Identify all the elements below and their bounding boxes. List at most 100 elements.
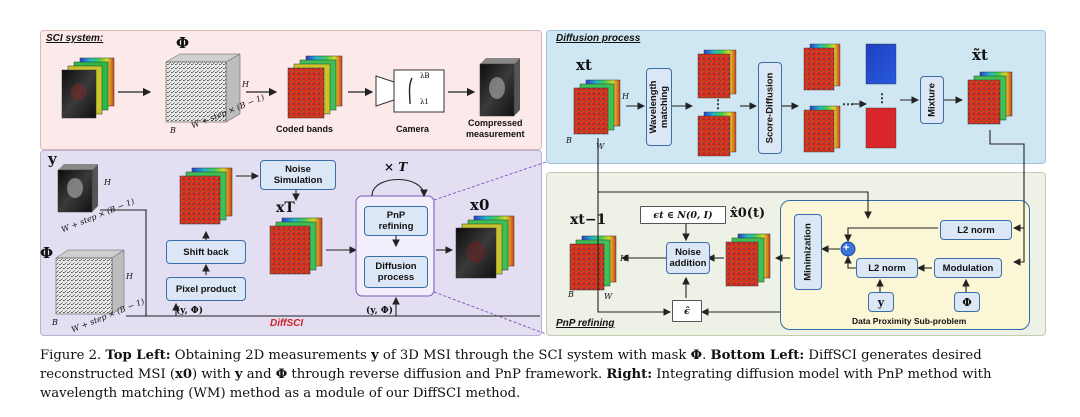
wm-slices-bottom — [697, 111, 737, 157]
caption-r-text: Integrating diffusion model with PnP met… — [40, 367, 992, 401]
l2-norm-top-box: L2 norm — [940, 220, 1012, 240]
y-input-box: y — [868, 292, 894, 312]
lambda-1-label: λ1 — [420, 98, 429, 106]
xt-tilde-cube — [967, 71, 1013, 125]
l2-norm-bottom-box: L2 norm — [856, 258, 918, 278]
data-proximity-label: Data Proximity Sub-problem — [852, 316, 967, 326]
epsilon-noise-box: ϵt ∈ N(0, I) — [640, 206, 726, 224]
separated-bands — [865, 43, 897, 149]
pixel-product-box: Pixel product — [166, 277, 246, 301]
noise-addition-line1: Noise — [675, 247, 701, 258]
noise-addition-box: Noise addition — [666, 242, 710, 274]
caption-bl-text-a: DiffSCI generates desired reconstructed … — [40, 348, 982, 382]
camera-label: Camera — [396, 124, 430, 134]
minimization-text: Minimization — [802, 223, 814, 281]
x0-hat-cube — [725, 233, 771, 287]
svg-text:⋮: ⋮ — [876, 91, 888, 105]
phi-input-box: Φ — [954, 292, 980, 312]
pnp-refining-line1: PnP — [386, 210, 406, 221]
noise-simulation-line2: Simulation — [273, 175, 323, 186]
caption-bl-text-c: and — [242, 367, 276, 382]
diffsci-phi-dim-b: B — [52, 318, 58, 327]
diffsci-y-label: y — [48, 150, 57, 168]
shifted-cube — [179, 167, 233, 225]
svg-text:⋯: ⋯ — [842, 97, 854, 111]
pnp-dim-h: H — [620, 254, 627, 263]
noise-simulation-line1: Noise — [285, 164, 311, 175]
xt-cube — [573, 79, 621, 135]
caption-tl-label: Top Left: — [105, 348, 171, 363]
compressed-label: Compressed — [468, 118, 523, 128]
caption-bl-text-d: through reverse diffusion and PnP framew… — [287, 367, 607, 382]
sci-dim-h: H — [242, 80, 249, 89]
x0-label: x0 — [470, 196, 490, 214]
phi-mask-slab — [55, 249, 125, 315]
wavelength-matching-line2: matching — [659, 85, 670, 129]
pnp-dim-b: B — [568, 290, 574, 299]
wavelength-matching-text: Wavelength matching — [648, 81, 670, 134]
wm-slices-top — [697, 49, 737, 99]
wavelength-matching-box: Wavelength matching — [646, 68, 672, 146]
svg-text:⋮: ⋮ — [712, 97, 724, 111]
xt-dim-w: W — [596, 142, 605, 151]
caption-bl-label: Bottom Left: — [710, 348, 805, 363]
caption-tl-phi: Φ — [690, 348, 703, 363]
caption-tl-text-a: Obtaining 2D measurements — [170, 348, 372, 363]
coded-bands-cube — [287, 55, 343, 119]
noise-simulation-box: Noise Simulation — [260, 160, 336, 190]
score-slices — [803, 43, 841, 153]
caption-tl-end: . — [702, 348, 707, 363]
pnp-refining-box: PnP refining — [364, 206, 428, 236]
caption-bl-phi: Φ — [275, 367, 288, 382]
coded-bands-label: Coded bands — [276, 124, 334, 134]
diffusion-process-line1: Diffusion — [375, 261, 417, 272]
caption-tl-y: y — [371, 348, 379, 363]
sci-phi-label: Φ — [176, 34, 190, 52]
shift-back-box: Shift back — [166, 240, 246, 264]
wavelength-matching-line1: Wavelength — [648, 80, 659, 134]
xt-tilde-label: x̃t — [972, 46, 988, 64]
x0-hat-label: x̂0(t) — [730, 206, 766, 221]
epsilon-hat-box: ϵ̂ — [672, 300, 702, 322]
caption-bl-x0: x0 — [175, 367, 193, 382]
mixture-text: Mixture — [926, 83, 938, 117]
score-diffusion-box: Score-Diffusion — [758, 62, 782, 154]
minimization-box: Minimization — [794, 214, 822, 290]
xt-label: xt — [576, 56, 592, 74]
xt-dim-h: H — [622, 92, 629, 101]
diffusion-process-title: Diffusion process — [556, 33, 641, 44]
xt-minus-1-label: xt−1 — [570, 212, 607, 228]
sci-system-title: SCI system: — [46, 33, 104, 44]
diffsci-phi-dim-h: H — [126, 272, 133, 281]
camera-icon — [375, 69, 445, 113]
pnp-refining-line2: refining — [378, 221, 414, 232]
pnp-dim-w: W — [604, 292, 613, 301]
xt-minus-1-cube — [569, 235, 617, 291]
xT-label: xT — [276, 200, 295, 216]
diffsci-y-dim-h: H — [104, 178, 111, 187]
pnp-refining-title: PnP refining — [556, 318, 615, 329]
msi-cube — [61, 57, 115, 119]
score-diffusion-text: Score-Diffusion — [764, 72, 776, 144]
xT-cube — [269, 217, 323, 275]
diffusion-process-box: Diffusion process — [364, 256, 428, 288]
caption-r-label: Right: — [606, 367, 653, 382]
modulation-box: Modulation — [934, 258, 1002, 278]
times-T-label: × T — [384, 160, 408, 174]
x0-cube — [455, 215, 515, 279]
caption-fig: Figure 2. — [40, 348, 102, 363]
sci-dim-b: B — [170, 126, 176, 135]
noise-addition-line2: addition — [669, 258, 707, 269]
caption-tl-text-b: of 3D MSI through the SCI system with ma… — [378, 348, 691, 363]
measurement-label: measurement — [466, 129, 525, 139]
compressed-measurement-image — [479, 58, 520, 117]
lambda-b-label: λB — [420, 72, 430, 80]
mask-phi-slab — [165, 53, 241, 123]
xt-dim-b: B — [566, 136, 572, 145]
y-measurement-image — [57, 164, 98, 213]
figure-caption: Figure 2. Top Left: Obtaining 2D measure… — [40, 346, 1050, 403]
y-phi-input-2: (y, Φ) — [366, 306, 393, 316]
diffsci-phi-label: Φ — [40, 244, 54, 262]
diffusion-process-line2: process — [377, 272, 415, 283]
sum-node-plus: + — [843, 242, 850, 254]
